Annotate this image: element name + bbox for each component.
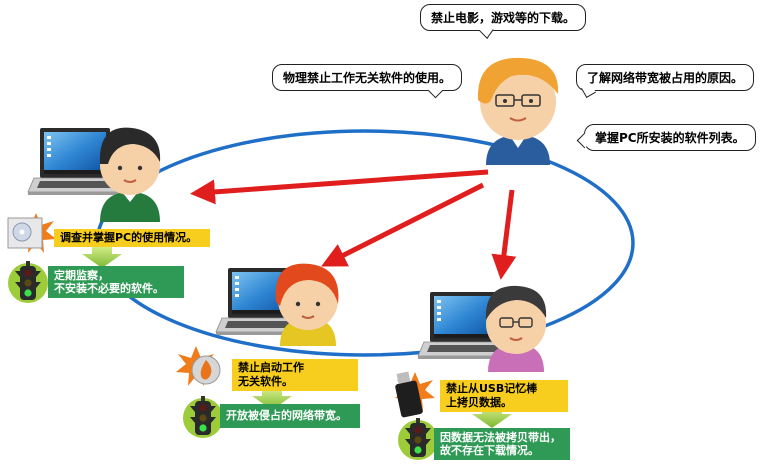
arrow-to-node-3 (491, 189, 517, 280)
bubble-software-list: 掌握PC所安装的软件列表。 (584, 124, 756, 151)
node1-problem-label: 调查并掌握PC的使用情况。 (54, 229, 210, 247)
manager-person-icon (477, 57, 559, 165)
node1-result-line-2: 不安装不必要的软件。 (54, 282, 164, 295)
traffic-light-icon (8, 261, 48, 303)
node2-problem-line-2: 无关软件。 (238, 375, 293, 388)
node3-problem-line-2: 上拷贝数据。 (446, 396, 512, 409)
node3-problem-line-1: 禁止从USB记忆棒 (446, 382, 538, 395)
arrow-down-1 (82, 246, 122, 268)
node2-problem-line-1: 禁止启动工作 (238, 361, 304, 374)
flame-disc-icon (191, 355, 221, 385)
bubble-block-unrelated-software: 物理禁止工作无关软件的使用。 (272, 64, 463, 91)
arrow-to-node-2 (321, 182, 485, 267)
user-person-icon (275, 263, 339, 346)
node3-result-line-2: 故不存在下载情况。 (440, 444, 539, 457)
arrow-down-2 (252, 388, 292, 410)
node2-result-label: 开放被侵占的网络带宽。 (220, 404, 360, 428)
user-person-icon (99, 127, 161, 222)
node3-problem-label: 禁止从USB记忆棒 上拷贝数据。 (440, 380, 568, 412)
user-person-icon (485, 285, 547, 372)
node1-result-line-1: 定期监察， (54, 269, 109, 282)
node1-result-label: 定期监察， 不安装不必要的软件。 (48, 266, 184, 298)
traffic-light-icon (183, 396, 223, 438)
node3-result-label: 因数据无法被拷贝带出， 故不存在下载情况。 (434, 428, 570, 460)
usb-stick-icon (395, 371, 423, 418)
software-box-icon (7, 217, 43, 249)
node3-result-line-1: 因数据无法被拷贝带出， (440, 431, 561, 444)
bubble-block-downloads: 禁止电影，游戏等的下载。 (420, 4, 587, 31)
node2-problem-label: 禁止启动工作 无关软件。 (232, 359, 358, 391)
traffic-light-icon (398, 418, 438, 460)
arrow-to-node-1 (190, 169, 489, 205)
bubble-bandwidth-cause: 了解网络带宽被占用的原因。 (576, 64, 755, 91)
